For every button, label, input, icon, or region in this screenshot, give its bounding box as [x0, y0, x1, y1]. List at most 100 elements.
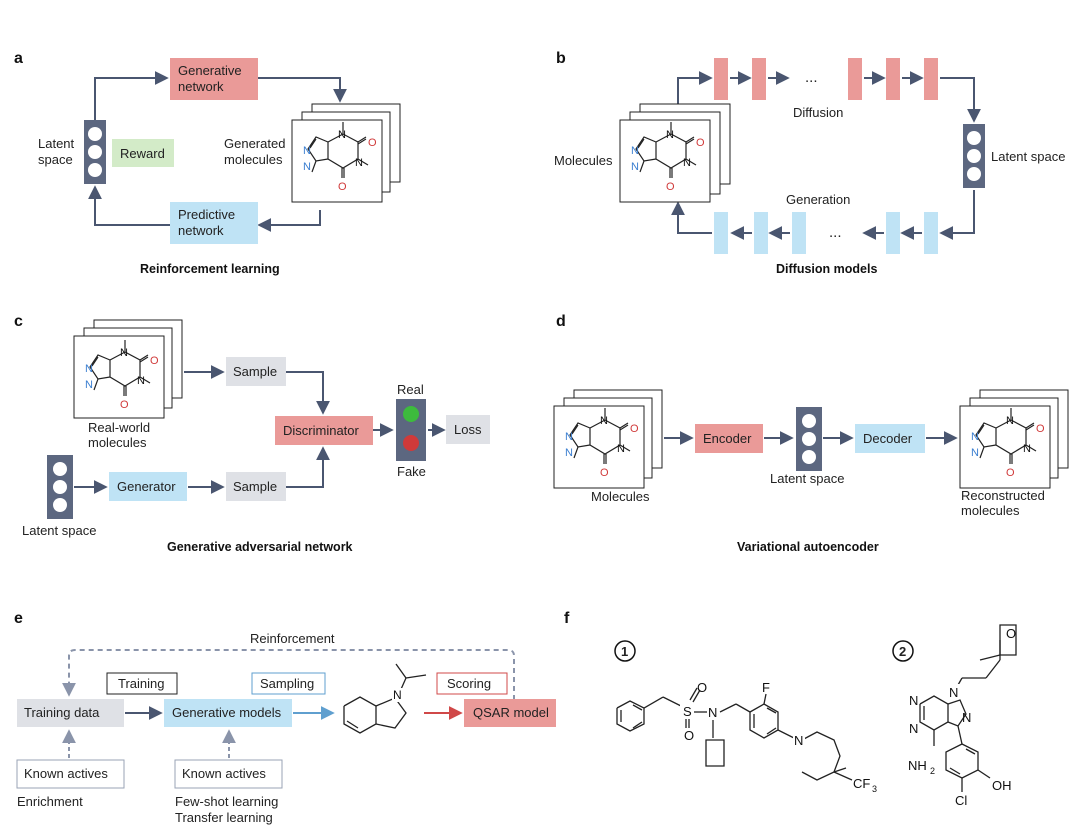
known-actives-left-box — [16, 759, 125, 789]
discriminator-box — [275, 416, 373, 445]
generation-label: Generation — [786, 192, 850, 207]
diffusion-block — [752, 58, 766, 100]
molecule-n-atom: N — [393, 688, 402, 702]
c1-sulfur: S — [683, 704, 692, 719]
panel-a-caption: Reinforcement learning — [140, 262, 280, 276]
atom-n: N — [683, 157, 691, 169]
diffusion-block — [714, 58, 728, 100]
atom-n: N — [565, 431, 573, 443]
atom-n: N — [971, 447, 979, 459]
c1-oxygen-top: O — [697, 680, 707, 695]
atom-n: N — [631, 145, 639, 157]
arrow-molecules-to-diffusion — [677, 71, 713, 104]
few-shot-label: Few-shot learning — [175, 794, 278, 809]
predictive-network-label-2: network — [178, 223, 224, 238]
decoder-label: Decoder — [863, 431, 913, 446]
scoring-tag — [436, 672, 508, 695]
compound-2-number: 2 — [899, 644, 906, 659]
sample-top-box — [226, 357, 286, 386]
atom-n: N — [1023, 443, 1031, 455]
c2-amine: NH — [908, 758, 927, 773]
arrow-diffusion-to-latent — [940, 77, 981, 123]
generated-molecules-label-1: Generated — [224, 136, 285, 151]
known-actives-right-label: Known actives — [182, 766, 266, 781]
atom-n: N — [120, 347, 128, 359]
c2-nitrogen-2: N — [962, 710, 971, 725]
atom-o: O — [338, 181, 347, 193]
encoder-box — [695, 424, 763, 453]
c1-sulfonamide-n: N — [708, 705, 717, 720]
arrow-latent-to-generation — [939, 190, 975, 240]
panel-f-letter: f — [564, 610, 570, 627]
panel-e-letter: e — [14, 610, 23, 627]
c2-hydroxyl: OH — [992, 778, 1012, 793]
panel-b-caption: Diffusion models — [776, 262, 877, 276]
atom-o: O — [150, 355, 159, 367]
generation-block — [886, 212, 900, 254]
discriminator-label: Discriminator — [283, 423, 360, 438]
generation-block — [924, 212, 938, 254]
molecules-label: Molecules — [554, 153, 613, 168]
atom-n: N — [617, 443, 625, 455]
known-actives-right-box — [174, 759, 283, 789]
atom-o: O — [368, 137, 377, 149]
reconstructed-label-1: Reconstructed — [961, 488, 1045, 503]
atom-o: O — [1036, 423, 1045, 435]
real-label: Real — [397, 382, 424, 397]
latent-space-label: Latent space — [770, 471, 844, 486]
latent-space-label-2: space — [38, 152, 73, 167]
c1-oxygen-bottom: O — [684, 728, 694, 743]
training-data-label: Training data — [24, 705, 100, 720]
latent-space-block — [963, 124, 985, 188]
predictive-network-box — [170, 202, 258, 244]
generative-models-box — [164, 699, 292, 727]
atom-o: O — [1006, 467, 1015, 479]
sample-top-label: Sample — [233, 364, 277, 379]
atom-n: N — [85, 363, 93, 375]
latent-space-label: Latent space — [991, 149, 1065, 164]
generation-block — [714, 212, 728, 254]
c2-oxygen: O — [1006, 626, 1016, 641]
c2-nitrogen-4: N — [909, 721, 918, 736]
panel-a-letter: a — [14, 50, 23, 67]
training-data-box — [17, 699, 124, 727]
generation-block — [792, 212, 806, 254]
atom-o: O — [120, 399, 129, 411]
qsar-model-label: QSAR model — [473, 705, 549, 720]
training-label: Training — [118, 676, 164, 691]
generative-network-label-2: network — [178, 79, 224, 94]
arrow-predictive-to-latent — [88, 185, 170, 226]
known-actives-left-label: Known actives — [24, 766, 108, 781]
c1-fluorine: F — [762, 680, 770, 695]
transfer-learning-label: Transfer learning — [175, 810, 273, 825]
arrow-latent-to-generative — [94, 71, 169, 120]
arrow-molecules-to-predictive — [257, 210, 321, 232]
training-tag — [106, 672, 178, 695]
sampling-label: Sampling — [260, 676, 314, 691]
loss-box — [446, 415, 490, 444]
latent-space-label: Latent space — [22, 523, 96, 538]
c1-cf3-subscript: 3 — [872, 784, 877, 794]
panel-c-caption: Generative adversarial network — [167, 540, 353, 554]
c2-amine-subscript: 2 — [930, 766, 935, 776]
scoring-label: Scoring — [447, 676, 491, 691]
atom-o: O — [600, 467, 609, 479]
diffusion-block — [886, 58, 900, 100]
atom-n: N — [303, 161, 311, 173]
decoder-box — [855, 424, 925, 453]
reward-label: Reward — [120, 146, 165, 161]
reconstructed-molecules-stack: N N N N O O — [959, 389, 1069, 489]
atom-o: O — [630, 423, 639, 435]
panel-f: f 1 — [564, 610, 1017, 808]
atom-n: N — [971, 431, 979, 443]
atom-n: N — [338, 129, 346, 141]
atom-n: N — [85, 379, 93, 391]
arrow-sample-to-discriminator — [286, 371, 330, 415]
panel-c: c N N N N O O Real-world molecules Sampl… — [14, 313, 490, 554]
real-world-label-1: Real-world — [88, 420, 150, 435]
c2-chlorine: Cl — [955, 793, 967, 808]
fake-light — [403, 435, 419, 451]
c1-cf3: CF — [853, 776, 870, 791]
sampling-tag — [251, 672, 326, 695]
